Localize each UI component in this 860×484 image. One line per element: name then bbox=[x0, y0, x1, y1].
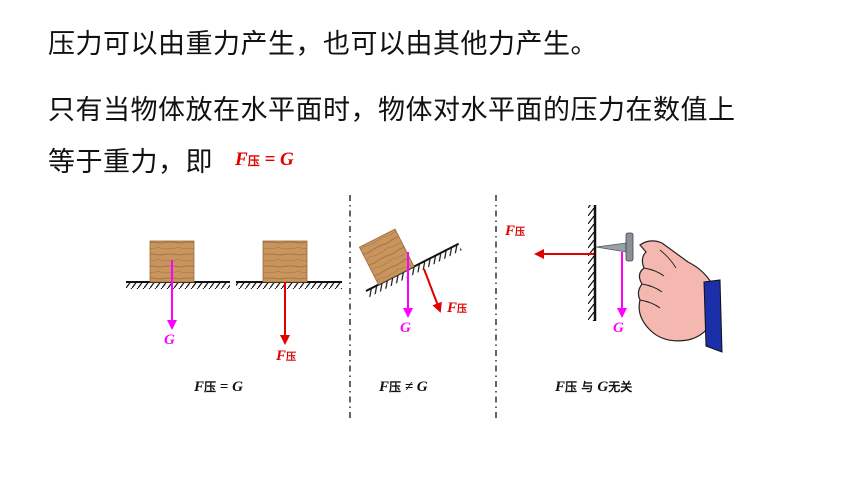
wood-block-2 bbox=[262, 240, 308, 283]
wood-block-3 bbox=[358, 228, 415, 286]
caption-1: F压 = G bbox=[193, 379, 243, 395]
formula-sub: 压 bbox=[247, 154, 260, 168]
pin-head bbox=[625, 232, 634, 262]
text-line-2: 只有当物体放在水平面时，物体对水平面的压力在数值上 bbox=[48, 95, 736, 126]
caption-2: F压 ≠ G bbox=[378, 379, 428, 395]
text-line-3: 等于重力，即 F压 = G bbox=[48, 140, 294, 179]
text-line-1: 压力可以由重力产生，也可以由其他力产生。 bbox=[48, 29, 598, 60]
label-G-1: G bbox=[164, 332, 175, 348]
pressure-arrow-3 bbox=[423, 268, 442, 313]
scene-wall-pin: F压 G bbox=[504, 205, 723, 353]
incline-surface bbox=[366, 243, 462, 298]
pin-needle bbox=[595, 242, 627, 253]
formula-rest: = G bbox=[259, 149, 294, 170]
label-G-3: G bbox=[400, 320, 411, 336]
hand-illustration bbox=[637, 240, 723, 353]
wall-hatch bbox=[588, 205, 595, 321]
scene-block-pressure: F压 bbox=[236, 240, 342, 364]
label-F-4: F压 bbox=[504, 223, 525, 239]
text-line-3-main: 等于重力，即 bbox=[48, 147, 213, 178]
label-F-2: F压 bbox=[275, 348, 296, 364]
ground-surface-1 bbox=[126, 282, 230, 289]
scene-incline: G F压 bbox=[358, 228, 467, 336]
pressure-formula: F压 = G bbox=[235, 149, 294, 170]
label-F-3: F压 bbox=[446, 300, 467, 316]
formula-F: F bbox=[235, 149, 248, 170]
label-G-4: G bbox=[613, 320, 624, 336]
scene-block-gravity: G bbox=[126, 240, 230, 348]
caption-3: F压 与 G无关 bbox=[554, 379, 632, 395]
ground-surface-2 bbox=[236, 282, 342, 289]
